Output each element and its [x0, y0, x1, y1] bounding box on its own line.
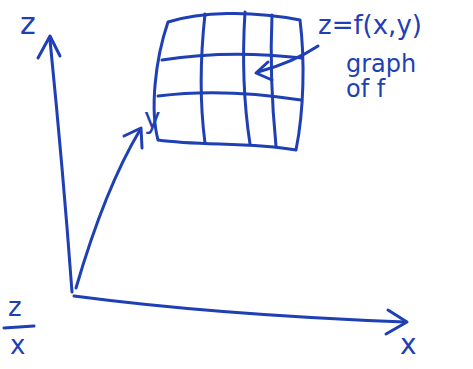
axis-label: z — [20, 8, 36, 40]
axis-label: x — [400, 330, 417, 359]
axis-label: y — [144, 104, 161, 133]
y-axis — [76, 130, 140, 288]
grid-line — [162, 54, 302, 60]
grid-line — [244, 12, 250, 144]
function-label: z=f(x,y) — [318, 12, 422, 39]
x-axis — [74, 296, 405, 322]
grid-line — [201, 14, 205, 143]
annotation-note: graph of f — [346, 52, 426, 102]
z-axis — [50, 40, 72, 292]
y-arrowhead — [124, 128, 142, 148]
surface-patch — [154, 13, 303, 150]
leader-arrow — [258, 46, 318, 72]
fraction-bar — [4, 326, 34, 328]
z-arrowhead — [38, 36, 60, 58]
fraction-denominator: x — [10, 332, 25, 359]
leader-arrowhead — [256, 62, 272, 80]
fraction-numerator: z — [8, 294, 22, 321]
grid-line — [158, 93, 301, 100]
